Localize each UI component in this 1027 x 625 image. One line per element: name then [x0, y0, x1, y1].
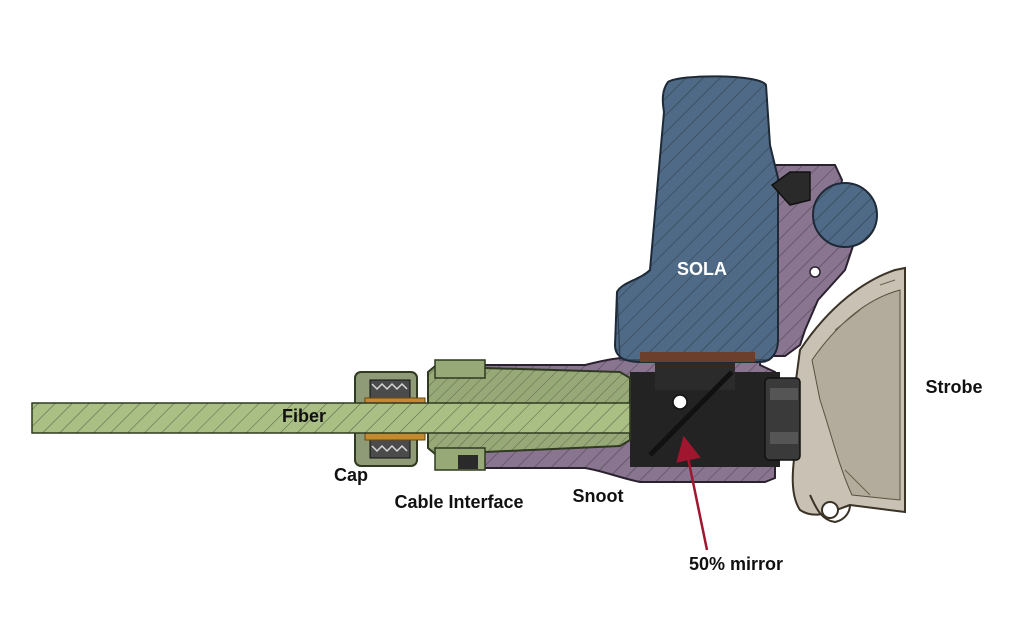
label-cable-interface: Cable Interface: [394, 492, 523, 512]
label-snoot: Snoot: [573, 486, 624, 506]
label-strobe: Strobe: [925, 377, 982, 397]
label-sola: SOLA: [677, 259, 727, 279]
sola-body: [613, 75, 878, 363]
fiber: [31, 402, 631, 434]
half-mirror: [648, 370, 734, 457]
arrow-icon: [676, 435, 709, 551]
label-mirror: 50% mirror: [689, 554, 783, 574]
label-fiber: Fiber: [282, 406, 326, 426]
label-cap: Cap: [334, 465, 368, 485]
strobe-housing: [791, 266, 906, 524]
